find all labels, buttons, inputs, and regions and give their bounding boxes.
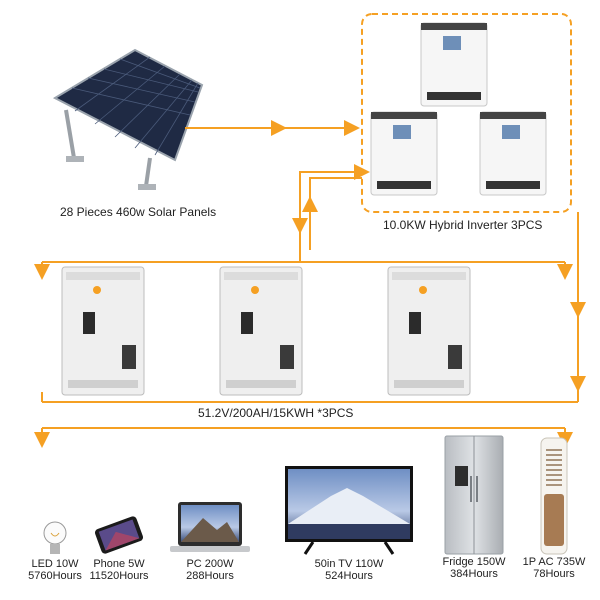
load-led: LED 10W 5760Hours xyxy=(28,520,82,582)
load-name: PC 200W xyxy=(186,558,234,570)
load-hours: 384Hours xyxy=(450,568,498,580)
load-hours: 288Hours xyxy=(186,570,234,582)
load-name: Phone 5W xyxy=(93,558,145,570)
solar-panel-label: 28 Pieces 460w Solar Panels xyxy=(60,205,217,219)
phone-icon xyxy=(95,516,143,554)
tv-icon xyxy=(285,466,413,555)
load-name: LED 10W xyxy=(31,558,79,570)
battery-cabinet xyxy=(61,266,145,396)
load-hours: 11520Hours xyxy=(89,570,149,582)
battery-label: 51.2V/200AH/15KWH *3PCS xyxy=(198,406,354,420)
fridge-icon xyxy=(444,435,504,555)
inverter-unit xyxy=(420,22,488,107)
load-tv: 50in TV 110W 524Hours xyxy=(282,464,416,582)
air-conditioner-icon xyxy=(540,437,568,555)
load-hours: 524Hours xyxy=(325,570,373,582)
load-name: 1P AC 735W xyxy=(522,556,586,568)
load-fridge: Fridge 150W 384Hours xyxy=(436,434,512,580)
inverter-label: 10.0KW Hybrid Inverter 3PCS xyxy=(383,218,543,232)
bulb-icon xyxy=(43,521,67,554)
load-hours: 78Hours xyxy=(533,568,575,580)
flow-inverter-to-battery xyxy=(309,177,362,208)
load-hours: 5760Hours xyxy=(28,570,82,582)
load-name: Fridge 150W xyxy=(442,556,506,568)
inverter-unit xyxy=(479,111,547,196)
solar-panel-array xyxy=(52,48,204,190)
battery-cabinet xyxy=(387,266,471,396)
inverter-unit xyxy=(370,111,438,196)
load-pc: PC 200W 288Hours xyxy=(168,500,252,582)
load-name: 50in TV 110W xyxy=(314,558,384,570)
laptop-icon xyxy=(170,502,250,552)
load-phone: Phone 5W 11520Hours xyxy=(86,512,152,582)
load-ac: 1P AC 735W 78Hours xyxy=(514,436,594,580)
battery-cabinet xyxy=(219,266,303,396)
inverter-group-frame xyxy=(361,13,572,213)
